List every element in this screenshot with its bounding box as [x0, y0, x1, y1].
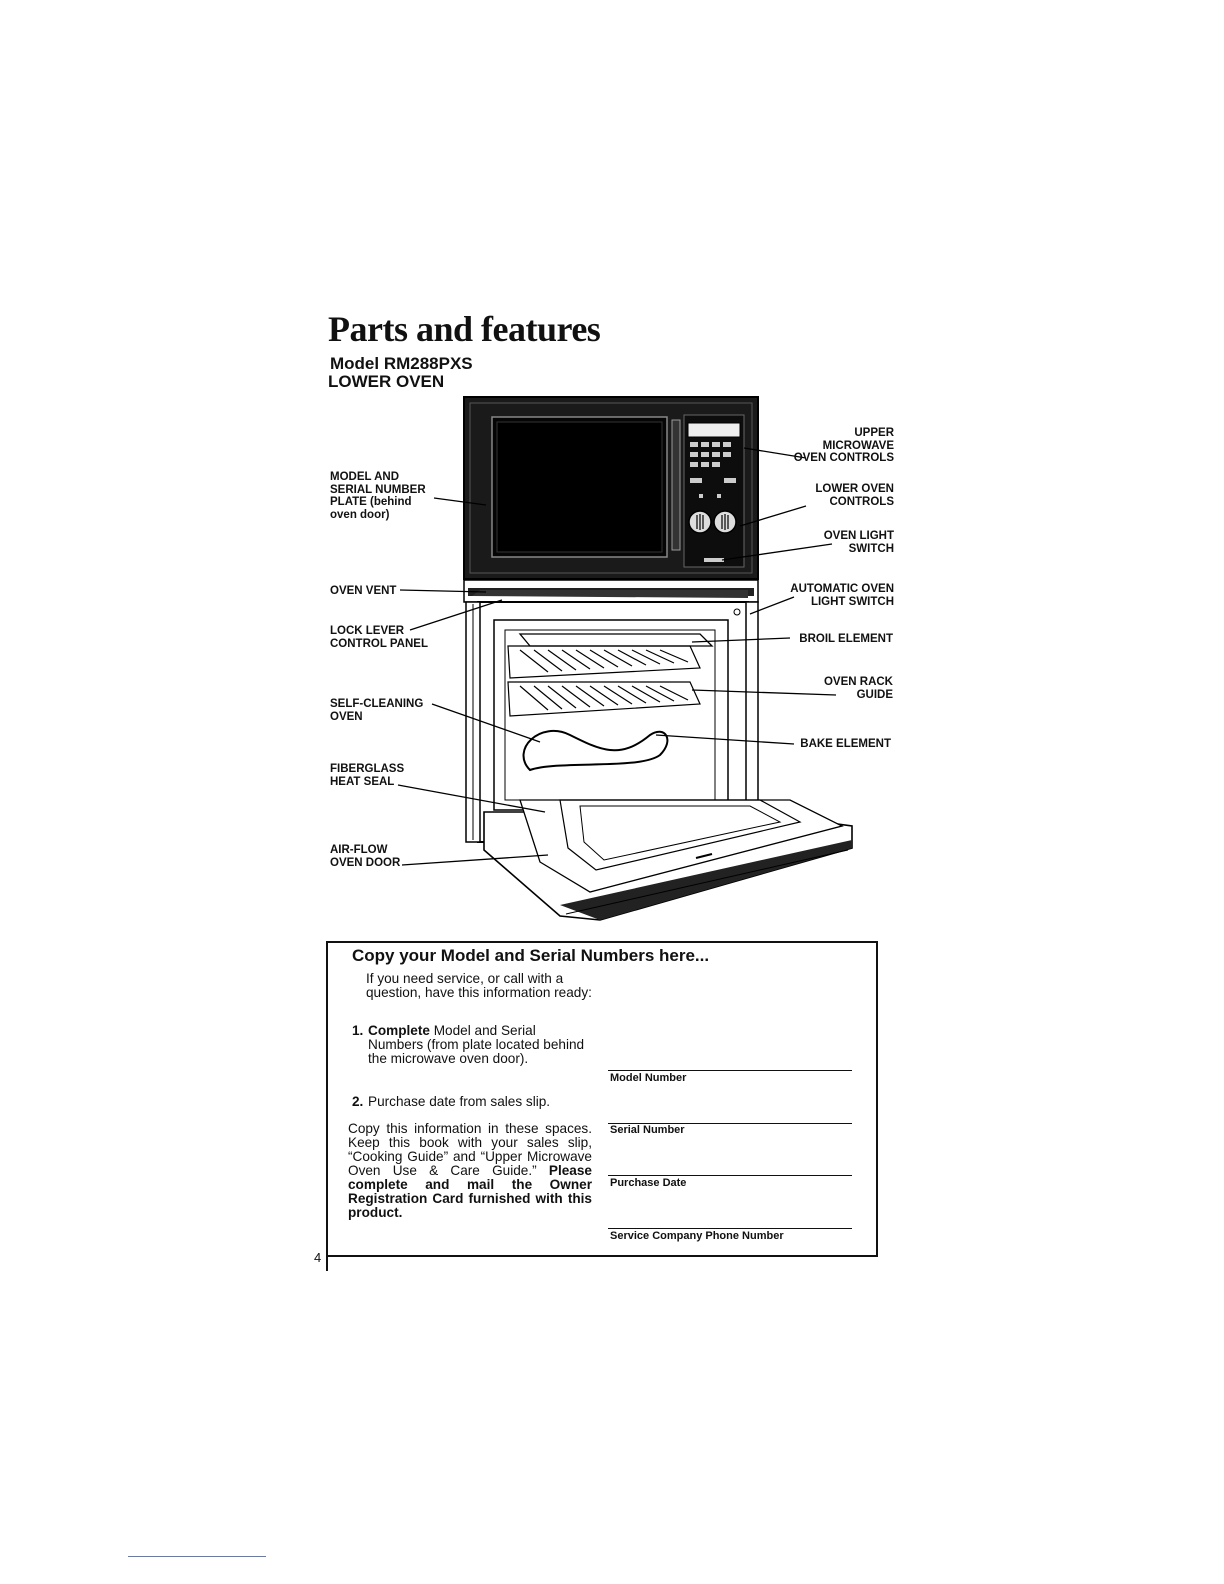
- label-oven-rack-guide: OVEN RACK GUIDE: [823, 676, 893, 701]
- label-lock-lever: LOCK LEVER CONTROL PANEL: [330, 625, 428, 650]
- lower-oven-subtitle: LOWER OVEN: [328, 372, 445, 391]
- instruction-item-2: 2. Purchase date from sales slip.: [352, 1095, 592, 1109]
- model-number-label: Model Number: [610, 1072, 687, 1084]
- purchase-date-label: Purchase Date: [610, 1177, 687, 1189]
- purchase-date-line: [608, 1175, 852, 1176]
- label-fiberglass-heat-seal: FIBERGLASS HEAT SEAL: [330, 763, 405, 788]
- label-model-serial-plate: MODEL AND SERIAL NUMBER PLATE (behind ov…: [330, 471, 426, 521]
- copy-instructions: Copy this information in these spaces. K…: [348, 1122, 592, 1220]
- copy-box-intro: If you need service, or call with a ques…: [366, 971, 592, 1000]
- model-subtitle: Model RM288PXS: [330, 354, 473, 373]
- instruction-item-1: 1. Complete Model and Serial Numbers (fro…: [352, 1024, 592, 1066]
- copy-numbers-box: [326, 941, 878, 1257]
- copy-instructions-bold: Please complete and mail the Owner Regis…: [348, 1163, 592, 1220]
- label-oven-light-switch: OVEN LIGHT SWITCH: [823, 530, 894, 555]
- label-broil-element: BROIL ELEMENT: [799, 633, 893, 645]
- serial-number-line: [608, 1123, 852, 1124]
- leader-lines: [397, 447, 837, 866]
- label-air-flow-door: AIR-FLOW OVEN DOOR: [330, 844, 401, 869]
- box-left-border: [326, 941, 328, 1271]
- label-lower-oven-controls: LOWER OVEN CONTROLS: [815, 483, 894, 508]
- service-phone-line: [608, 1228, 852, 1229]
- page-title: Parts and features: [328, 309, 601, 349]
- label-upper-microwave-controls: UPPER MICROWAVE OVEN CONTROLS: [793, 427, 894, 464]
- copy-box-title: Copy your Model and Serial Numbers here.…: [352, 946, 710, 965]
- item-1-text: Model and Serial Numbers (from plate loc…: [368, 1023, 585, 1066]
- service-phone-label: Service Company Phone Number: [610, 1230, 784, 1242]
- item-1-number: 1.: [352, 1023, 364, 1038]
- page-number: 4: [314, 1250, 322, 1265]
- microwave-unit: [463, 396, 759, 580]
- model-number-line: [608, 1070, 852, 1071]
- copy-instructions-text: Copy this information in these spaces. K…: [348, 1121, 592, 1178]
- label-bake-element: BAKE ELEMENT: [800, 738, 891, 750]
- lower-oven-unit: [463, 579, 853, 921]
- item-2-number: 2.: [352, 1094, 364, 1109]
- footer-rule: [128, 1556, 266, 1557]
- serial-number-label: Serial Number: [610, 1124, 685, 1136]
- label-automatic-oven-light-switch: AUTOMATIC OVEN LIGHT SWITCH: [790, 583, 894, 608]
- item-1-bold: Complete: [368, 1023, 430, 1038]
- label-oven-vent: OVEN VENT: [330, 585, 397, 597]
- label-self-cleaning-oven: SELF-CLEANING OVEN: [330, 698, 424, 723]
- item-2-text: Purchase date from sales slip.: [368, 1094, 551, 1109]
